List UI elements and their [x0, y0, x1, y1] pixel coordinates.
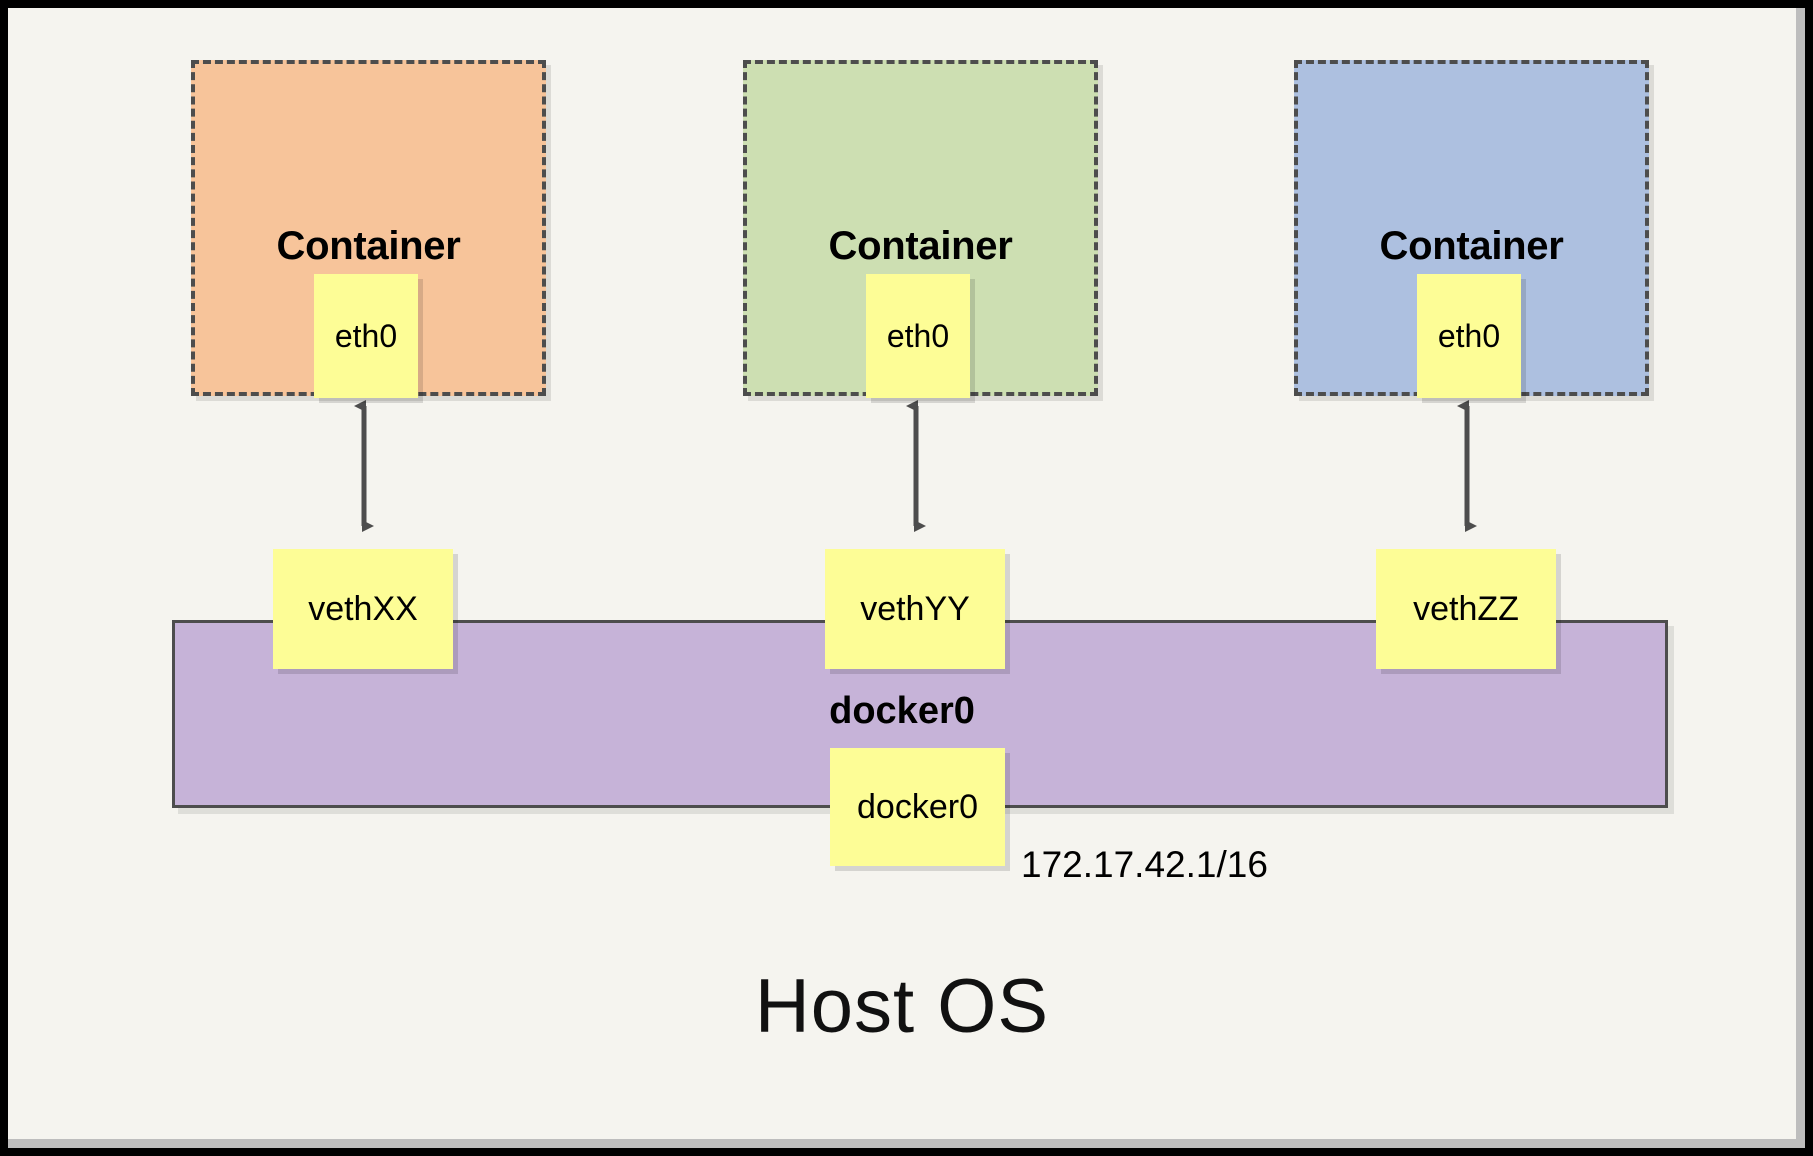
veth-chip-label-2: vethYY	[860, 590, 970, 628]
veth-chip-1[interactable]: vethXX	[273, 549, 453, 669]
veth-chip-label-1: vethXX	[308, 590, 418, 628]
veth-chip-2[interactable]: vethYY	[825, 549, 1005, 669]
docker0-ip-label: 172.17.42.1/16	[1021, 844, 1268, 885]
veth-chip-label-3: vethZZ	[1413, 590, 1519, 628]
container-title-3: Container	[1379, 224, 1564, 268]
veth-chip-3[interactable]: vethZZ	[1376, 549, 1556, 669]
docker0-interface-chip-label: docker0	[857, 788, 978, 826]
eth0-chip-2[interactable]: eth0	[866, 274, 970, 398]
docker0-interface-chip[interactable]: docker0	[830, 748, 1005, 866]
eth0-chip-label-2: eth0	[886, 318, 950, 354]
link-arrow-1	[354, 400, 374, 532]
container-title-1: Container	[276, 224, 461, 268]
link-arrow-2	[906, 400, 926, 532]
host-os-label: Host OS	[754, 964, 1050, 1049]
eth0-chip-1[interactable]: eth0	[314, 274, 418, 398]
diagram-canvas: Container eth0 Container eth0 Container …	[8, 8, 1805, 1148]
eth0-chip-3[interactable]: eth0	[1417, 274, 1521, 398]
link-arrow-3	[1457, 400, 1477, 532]
eth0-chip-label-1: eth0	[334, 318, 398, 354]
host-os-region: Container eth0 Container eth0 Container …	[8, 8, 1796, 1139]
eth0-chip-label-3: eth0	[1437, 318, 1501, 354]
docker0-bridge-label: docker0	[829, 690, 975, 732]
container-title-2: Container	[828, 224, 1013, 268]
